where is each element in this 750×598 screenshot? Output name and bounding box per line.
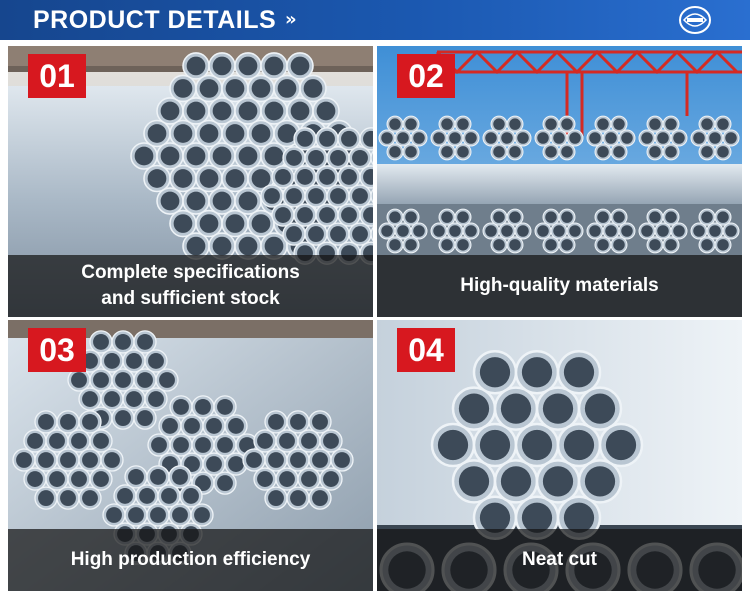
page-title: PRODUCT DETAILS <box>33 6 277 34</box>
feature-tile-stock: 01 Complete specifications and sufficien… <box>8 46 373 317</box>
caption-line: High-quality materials <box>460 275 659 296</box>
tile-caption: Complete specifications and sufficient s… <box>8 255 373 317</box>
caption-line: Neat cut <box>522 549 597 570</box>
brand-logo-icon <box>679 6 711 34</box>
tile-caption: Neat cut <box>377 529 742 591</box>
tile-number-badge: 02 <box>397 54 455 98</box>
tile-number-badge: 01 <box>28 54 86 98</box>
header-banner: PRODUCT DETAILS » <box>0 0 750 40</box>
feature-tile-materials: 02 High-quality materials <box>377 46 742 317</box>
tile-number-badge: 03 <box>28 328 86 372</box>
tile-caption: High-quality materials <box>377 255 742 317</box>
caption-line: High production efficiency <box>70 549 311 570</box>
tile-caption: High production efficiency <box>8 529 373 591</box>
double-chevron-right-icon: » <box>285 9 297 30</box>
caption-line: Complete specifications <box>81 262 300 283</box>
tile-number-badge: 04 <box>397 328 455 372</box>
feature-tile-cut: 04 Neat cut <box>377 320 742 591</box>
caption-line: and sufficient stock <box>101 288 280 309</box>
feature-tile-efficiency: 03 High production efficiency <box>8 320 373 591</box>
